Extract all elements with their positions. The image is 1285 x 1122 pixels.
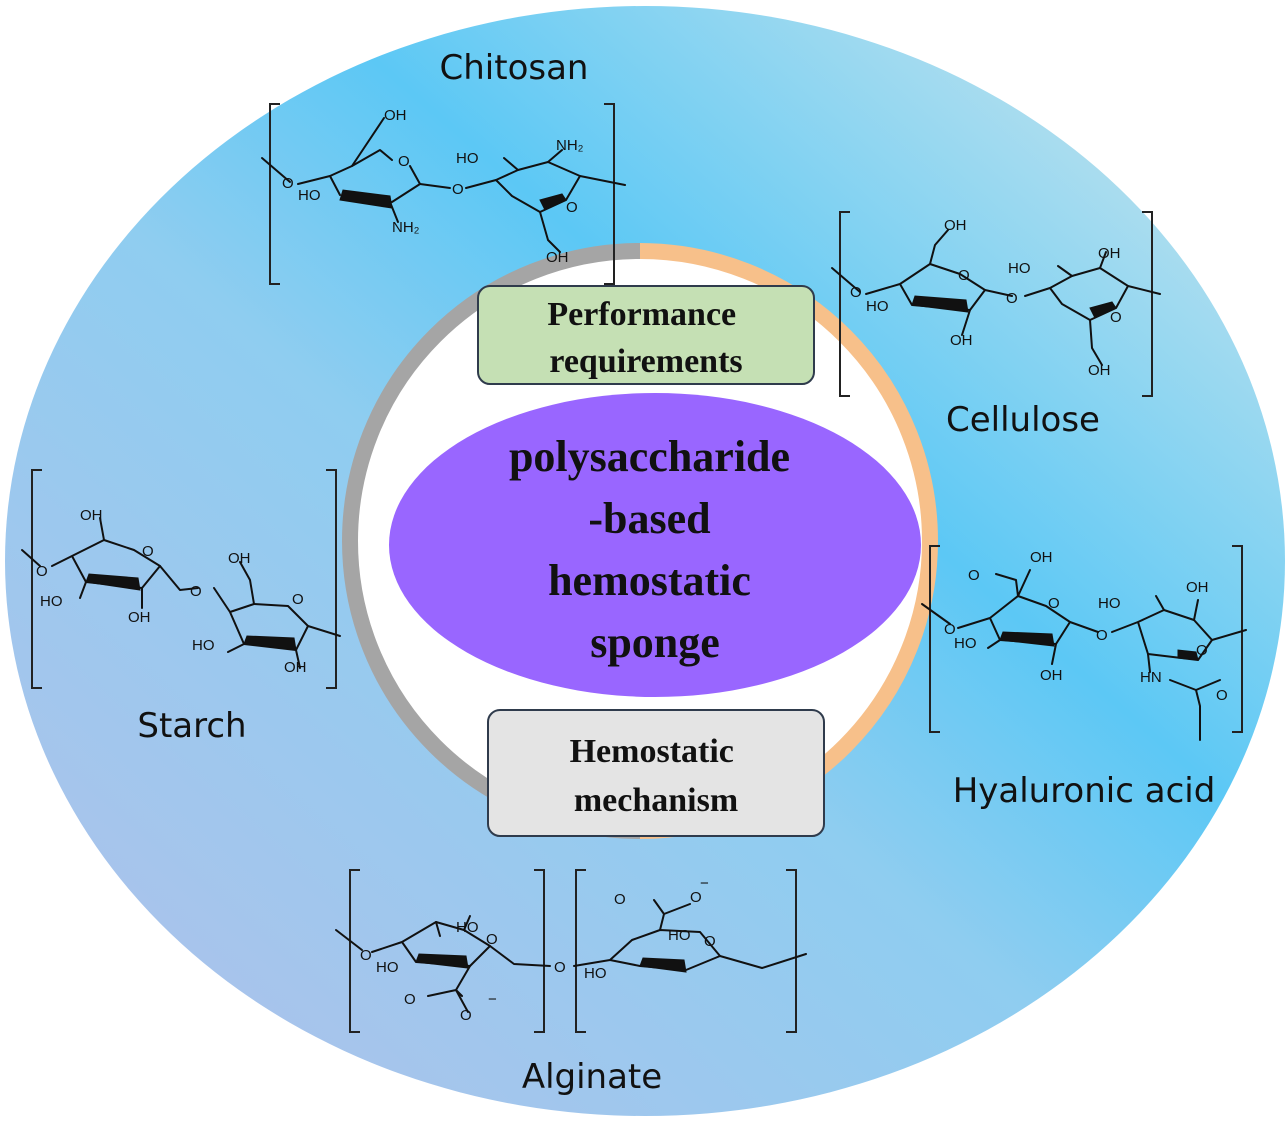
chitosan-atom-oh-1: OH	[384, 107, 407, 124]
chitosan-atom-oh-2: OH	[546, 249, 569, 266]
cellulose-atom-o-link: O	[1006, 290, 1018, 307]
ring-orange-half	[640, 243, 938, 839]
cellulose-atom-oh-1: OH	[944, 217, 967, 234]
chitosan-atom-ho-1: HO	[298, 187, 321, 204]
chitosan-atom-o-link: O	[452, 181, 464, 198]
starch-atom-oh-3: OH	[228, 550, 251, 567]
cellulose-atom-o-ring-1: O	[958, 267, 970, 284]
label-starch: Starch	[137, 706, 246, 746]
chitosan-atom-ho-2: HO	[456, 150, 479, 167]
hyaluronic-atom-ho-2: HO	[1098, 595, 1121, 612]
cellulose-atom-oh-4: OH	[1088, 362, 1111, 379]
mechanism-line-1: Hemostatic	[570, 733, 734, 770]
performance-line-1: Performance	[547, 296, 736, 333]
chitosan-atom-nh2-2: NH₂	[556, 137, 584, 154]
alginate-atom-o-ring-2: O	[704, 933, 716, 950]
starch-atom-ho-2: HO	[192, 637, 215, 654]
center-oval	[389, 393, 921, 697]
alginate-atom-o-link: O	[554, 959, 566, 976]
chitosan-structure: OH O O HO NH₂ O HO NH₂ O OH	[261, 103, 626, 285]
hyaluronic-atom-ho-1: HO	[954, 635, 977, 652]
alginate-structure: HO O O HO O O − O O O − HO O HO	[335, 869, 807, 1033]
center-line-3: hemostatic	[548, 556, 751, 605]
alginate-atom-o-carboxyl-2: O	[614, 891, 626, 908]
starch-atom-o-ring-2: O	[292, 591, 304, 608]
alginate-atom-o-carboxyl-1: O	[404, 991, 416, 1008]
hyaluronic-atom-oh-1: OH	[1040, 667, 1063, 684]
starch-atom-oh-1: OH	[80, 507, 103, 524]
hyaluronic-atom-oh-acid: OH	[1030, 549, 1053, 566]
mechanism-line-2: mechanism	[574, 782, 738, 819]
hyaluronic-atom-oh-2: OH	[1186, 579, 1209, 596]
center-line-2: -based	[588, 494, 710, 543]
mechanism-box	[487, 709, 825, 837]
starch-structure: OH O O HO OH O OH O HO OH	[21, 469, 341, 689]
chitosan-atom-nh2-1: NH₂	[392, 219, 420, 236]
label-hyaluronic-acid: Hyaluronic acid	[953, 771, 1216, 811]
cellulose-atom-o-ring-2: O	[1110, 309, 1122, 326]
alginate-atom-ho-2: HO	[376, 959, 399, 976]
alginate-charge-1: −	[488, 991, 497, 1008]
label-cellulose: Cellulose	[946, 400, 1100, 440]
cellulose-structure: OH O O HO OH O HO OH O OH	[831, 211, 1161, 397]
center-line-1: polysaccharide	[509, 432, 790, 481]
starch-atom-o-link-left: O	[36, 563, 48, 580]
mechanism-text: Hemostatic mechanism	[570, 733, 743, 819]
cellulose-atom-oh-3: OH	[1098, 245, 1121, 262]
center-text: polysaccharide -based hemostatic sponge	[509, 432, 801, 667]
hyaluronic-atom-o-ring-2: O	[1196, 642, 1208, 659]
starch-atom-oh-2: OH	[128, 609, 151, 626]
hyaluronic-atom-hn: HN	[1140, 669, 1162, 686]
alginate-atom-ho-4: HO	[584, 965, 607, 982]
label-alginate: Alginate	[522, 1057, 662, 1097]
starch-atom-o-ring-1: O	[142, 543, 154, 560]
performance-line-2: requirements	[549, 343, 742, 380]
performance-text: Performance requirements	[547, 296, 744, 380]
cellulose-atom-oh-2: OH	[950, 332, 973, 349]
alginate-atom-ho-1: HO	[456, 919, 479, 936]
starch-atom-ho-1: HO	[40, 593, 63, 610]
alginate-atom-ho-3: HO	[668, 927, 691, 944]
chitosan-atom-o-link-left: O	[282, 175, 294, 192]
cellulose-atom-ho-2: HO	[1008, 260, 1031, 277]
label-chitosan: Chitosan	[440, 48, 589, 88]
hyaluronic-acid-structure: O OH O O HO OH O HO OH O HN O	[921, 545, 1247, 741]
hyaluronic-atom-o-link: O	[1096, 627, 1108, 644]
performance-box	[477, 285, 815, 385]
alginate-atom-o-carboxylate-2: O	[690, 889, 702, 906]
hyaluronic-atom-o-carbonyl: O	[968, 567, 980, 584]
starch-atom-oh-4: OH	[284, 659, 307, 676]
hyaluronic-atom-o-amide: O	[1216, 687, 1228, 704]
starch-atom-o-link: O	[190, 583, 202, 600]
alginate-charge-2: −	[700, 875, 709, 892]
alginate-atom-o-carboxylate-1: O	[460, 1007, 472, 1024]
hyaluronic-atom-o-ring-1: O	[1048, 595, 1060, 612]
alginate-atom-o-ring-1: O	[486, 931, 498, 948]
alginate-atom-o-link-left: O	[360, 947, 372, 964]
cellulose-atom-ho-1: HO	[866, 298, 889, 315]
center-line-4: sponge	[590, 618, 720, 667]
cellulose-atom-o-link-left: O	[850, 284, 862, 301]
hyaluronic-atom-o-link-left: O	[944, 621, 956, 638]
ring-gray-half	[342, 243, 640, 839]
chitosan-atom-o-ring-2: O	[566, 199, 578, 216]
chitosan-atom-o-ring-1: O	[398, 153, 410, 170]
